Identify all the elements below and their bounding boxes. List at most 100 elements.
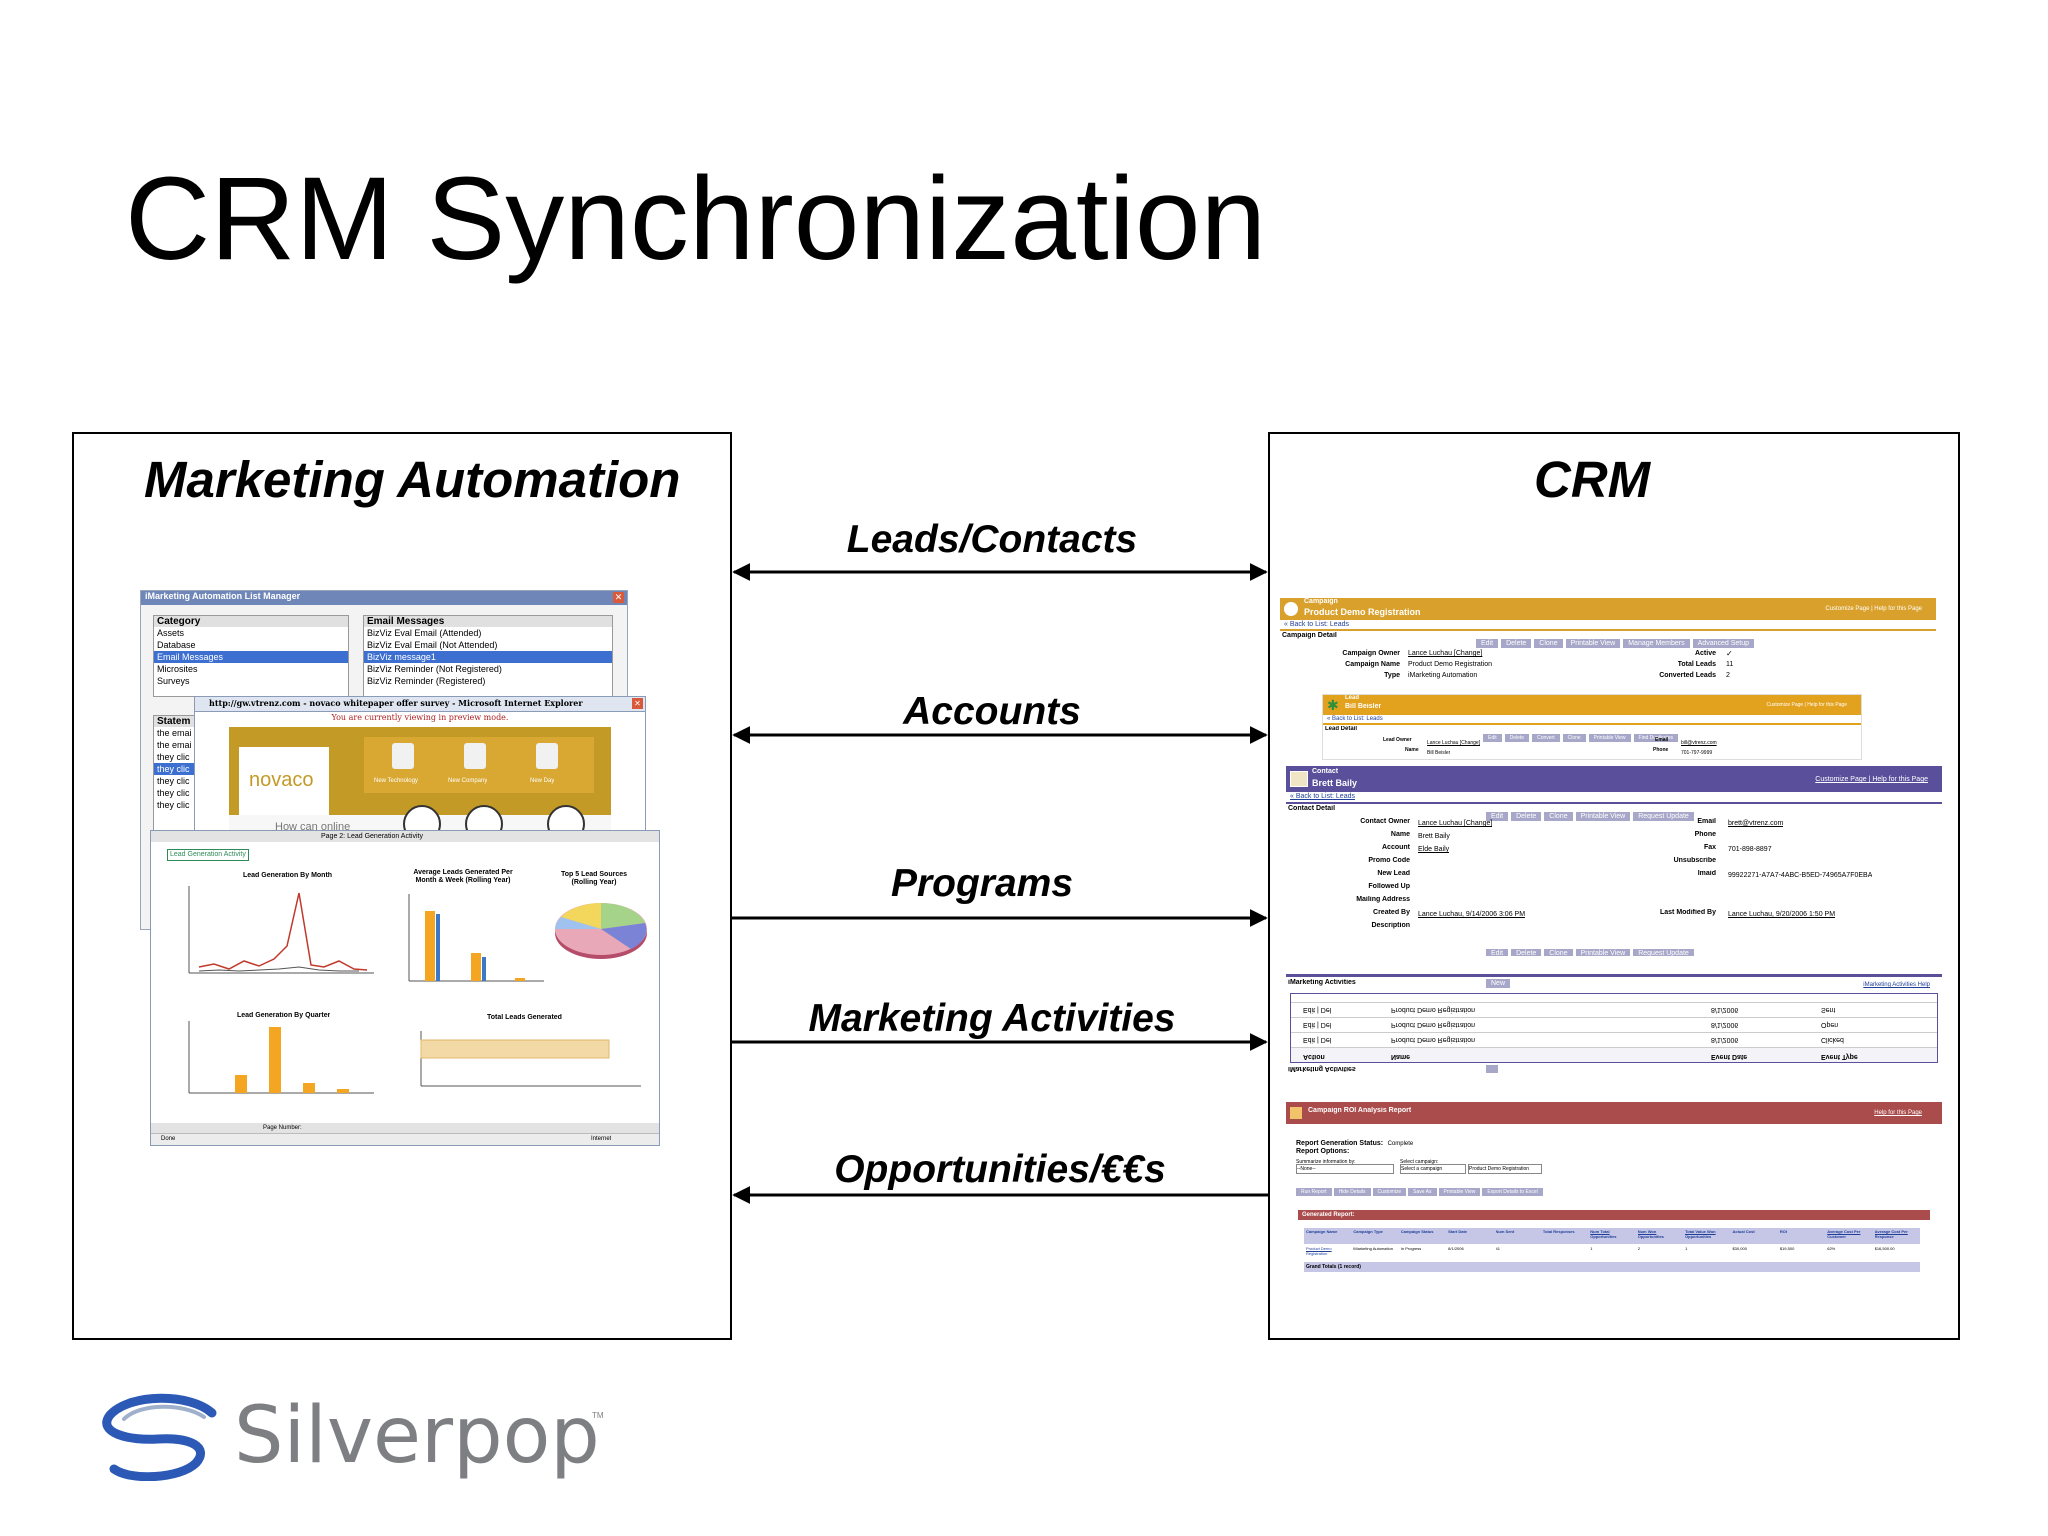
lead-header-links[interactable]: Customize Page | Help for this Page [1766, 702, 1847, 708]
field-label: Converted Leads [1659, 672, 1716, 679]
clone-button[interactable]: Clone [1544, 812, 1573, 821]
printable-view-button[interactable]: Printable View [1588, 734, 1631, 742]
edit-button[interactable]: Edit [1483, 734, 1502, 742]
printable-view-button[interactable]: Printable View [1575, 949, 1631, 956]
find-duplicates-button[interactable]: Find Duplicates [1633, 734, 1679, 742]
total-leads-chart [420, 1031, 641, 1087]
table-cell[interactable]: Edit | Del [1303, 1006, 1332, 1013]
list-item-selected[interactable]: Email Messages [154, 651, 348, 663]
campaign-select[interactable]: Select a campaign [1400, 1164, 1466, 1174]
table-cell[interactable]: Product Demo Registration [1391, 1006, 1476, 1013]
column-header[interactable]: Total Responses [1542, 1229, 1575, 1234]
field-value[interactable]: Lance Luchau [Change] [1418, 820, 1493, 827]
activities-help-link[interactable]: iMarketing Activities Help [1863, 982, 1930, 988]
column-header[interactable]: Average Cost Per Customer [1827, 1229, 1861, 1239]
edit-button[interactable]: Edit [1486, 812, 1509, 821]
edit-button[interactable]: Edit [1486, 949, 1509, 956]
column-header[interactable]: Total Value Won Opportunities [1685, 1229, 1716, 1239]
delete-button[interactable]: Delete [1511, 812, 1542, 821]
delete-button[interactable]: Delete [1511, 949, 1542, 956]
list-item[interactable]: they clic [157, 788, 190, 798]
edit-button[interactable]: Edit [1476, 639, 1499, 648]
list-item[interactable]: Database [157, 640, 196, 650]
column-header[interactable]: Num Sent [1495, 1229, 1515, 1234]
list-item[interactable]: Microsites [157, 664, 198, 674]
table-row: Action Name Event Date Event Type [1291, 1047, 1937, 1062]
run-report-button[interactable]: Run Report [1296, 1188, 1332, 1196]
chart-title: Top 5 Lead Sources (Rolling Year) [561, 871, 627, 886]
clone-button[interactable]: Clone [1544, 949, 1573, 956]
list-item[interactable]: the emai [157, 728, 192, 738]
new-button[interactable] [1486, 1065, 1498, 1073]
list-item[interactable]: they clic [157, 800, 190, 810]
printable-view-button[interactable]: Printable View [1438, 1188, 1481, 1196]
list-item[interactable]: they clic [157, 776, 190, 786]
day-icon[interactable] [536, 743, 558, 769]
roi-help-link[interactable]: Help for this Page [1874, 1110, 1922, 1116]
request-update-button[interactable]: Request Update [1633, 812, 1694, 821]
list-item[interactable]: BizViz Reminder (Registered) [367, 676, 486, 686]
field-value: iMarketing Automation [1408, 672, 1478, 679]
back-link[interactable]: « Back to List: Leads [1327, 716, 1383, 722]
back-link[interactable]: « Back to List: Leads [1290, 793, 1355, 800]
column-header[interactable]: Campaign Type [1353, 1229, 1383, 1234]
table-cell: Event Type [1821, 1053, 1858, 1060]
list-item-selected[interactable]: BizViz message1 [364, 651, 612, 663]
summarize-select[interactable]: --None-- [1296, 1164, 1394, 1174]
browser-title: http://gw.vtrenz.com - novaco whitepaper… [209, 698, 583, 708]
list-item[interactable]: BizViz Eval Email (Attended) [367, 628, 482, 638]
column-header[interactable]: Num Won Opportunities [1637, 1229, 1664, 1239]
field-value[interactable]: Lance Luchau, 9/14/2006 3:06 PM [1418, 911, 1526, 918]
advanced-setup-button[interactable]: Advanced Setup [1692, 639, 1755, 648]
close-icon[interactable]: ✕ [632, 698, 643, 709]
field-value[interactable]: bill@vtrenz.com [1681, 740, 1717, 746]
company-icon[interactable] [464, 743, 486, 769]
delete-button[interactable]: Delete [1504, 734, 1530, 742]
field-value[interactable]: brett@vtrenz.com [1728, 820, 1784, 827]
table-cell[interactable]: Product Demo Registration [1306, 1246, 1332, 1256]
table-cell[interactable]: Edit | Del [1303, 1036, 1332, 1043]
table-cell[interactable]: Product Demo Registration [1391, 1036, 1476, 1043]
new-button[interactable]: New [1486, 979, 1511, 988]
delete-button[interactable]: Delete [1501, 639, 1532, 648]
field-value[interactable]: Lance Luchau [Change] [1427, 740, 1481, 746]
hide-details-button[interactable]: Hide Details [1333, 1188, 1371, 1196]
technology-icon[interactable] [392, 743, 414, 769]
convert-button[interactable]: Convert [1532, 734, 1560, 742]
list-item[interactable]: BizViz Eval Email (Not Attended) [367, 640, 498, 650]
campaign-input[interactable]: Product Demo Registration [1468, 1164, 1542, 1174]
clone-button[interactable]: Clone [1562, 734, 1586, 742]
printable-view-button[interactable]: Printable View [1565, 639, 1621, 648]
table-row: Edit | Del Product Demo Registration 8/1… [1291, 1002, 1937, 1017]
list-item[interactable]: Surveys [157, 676, 190, 686]
column-header[interactable]: Start Date [1448, 1229, 1468, 1234]
contact-header-links[interactable]: Customize Page | Help for this Page [1815, 776, 1928, 783]
field-value[interactable]: Lance Luchau [Change] [1408, 650, 1483, 657]
list-item[interactable]: Assets [157, 628, 185, 638]
list-item[interactable]: BizViz Reminder (Not Registered) [367, 664, 502, 674]
column-header[interactable]: Campaign Name [1306, 1229, 1338, 1234]
column-header[interactable]: Actual Cost [1732, 1229, 1755, 1234]
manage-members-button[interactable]: Manage Members [1623, 639, 1690, 648]
table-cell[interactable]: Product Demo Registration [1391, 1021, 1476, 1028]
export-button[interactable]: Export Details to Excel [1482, 1188, 1543, 1196]
campaign-header-links[interactable]: Customize Page | Help for this Page [1825, 606, 1922, 612]
column-header[interactable]: Num Total Opportunities [1590, 1229, 1617, 1239]
field-value[interactable]: Lance Luchau, 9/20/2006 1:50 PM [1728, 911, 1836, 918]
back-link[interactable]: « Back to List: Leads [1284, 621, 1349, 628]
list-item[interactable]: they clic [157, 752, 190, 762]
column-header[interactable]: Average Cost Per Response [1874, 1229, 1908, 1239]
column-header[interactable]: ROI [1779, 1229, 1787, 1234]
table-cell[interactable]: Edit | Del [1303, 1021, 1332, 1028]
field-value[interactable]: Elde Baily [1418, 846, 1450, 853]
table-cell: Open [1821, 1021, 1839, 1028]
column-header[interactable]: Campaign Status [1400, 1229, 1434, 1234]
report-tab[interactable]: Lead Generation Activity [167, 849, 249, 861]
clone-button[interactable]: Clone [1534, 639, 1563, 648]
list-item[interactable]: the emai [157, 740, 192, 750]
close-icon[interactable]: ✕ [613, 592, 624, 603]
printable-view-button[interactable]: Printable View [1575, 812, 1631, 821]
save-as-button[interactable]: Save As [1408, 1188, 1437, 1196]
request-update-button[interactable]: Request Update [1633, 949, 1694, 956]
customize-button[interactable]: Customize [1372, 1188, 1407, 1196]
